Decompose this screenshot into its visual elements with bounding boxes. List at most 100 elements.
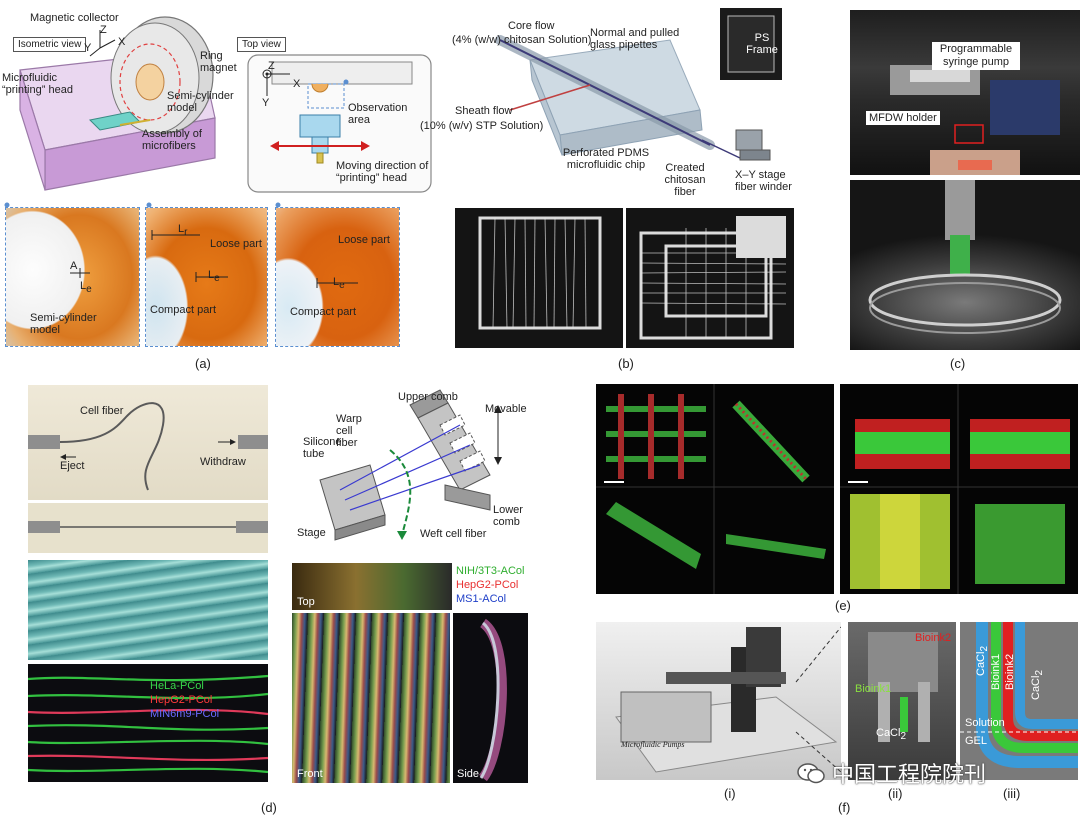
- weft-fiber-label: Weft cell fiber: [420, 528, 487, 540]
- photo-c1: [850, 10, 1080, 175]
- watermark-text: 中国工程院院刊: [832, 763, 987, 788]
- view-side-label: Side: [457, 768, 480, 780]
- view-front-label: Front: [297, 768, 323, 780]
- photo-a2-le-label: Le: [208, 269, 220, 284]
- moving-direction-label: Moving direction of “printing” head: [336, 160, 429, 184]
- printing-head-label: Microfluidic “printing” head: [2, 72, 73, 96]
- silicone-tube-label: Silicone tube: [303, 436, 342, 460]
- lr-sub: r: [184, 227, 188, 239]
- cacl2-sub-2: 2: [979, 645, 991, 652]
- caption-c: (c): [950, 356, 966, 371]
- photo-c2: [850, 180, 1080, 350]
- top-view-label: Top view: [237, 37, 286, 52]
- topview-axis-z: Z: [268, 60, 275, 72]
- xy-stage-label: X–Y stage fiber winder: [735, 169, 792, 193]
- cacl2-label-ii: CaCl2: [876, 727, 906, 742]
- photo-a1-model-label: Semi-cylinder model: [30, 312, 97, 336]
- panel-a-schematic: [19, 16, 432, 193]
- legend1-item-2: HepG2-PCol: [150, 694, 213, 706]
- cell-fiber-label: Cell fiber: [80, 405, 124, 417]
- photo-a3-loose-label: Loose part: [338, 234, 390, 246]
- caption-f-i: (i): [724, 786, 736, 801]
- sheath-flow-label: Sheath flow: [455, 105, 513, 117]
- photo-a2-loose-label: Loose part: [210, 238, 262, 250]
- semi-cylinder-model-label: Semi-cylinder model: [167, 90, 234, 114]
- photo-d-front: [292, 613, 450, 783]
- upper-comb-label: Upper comb: [398, 391, 458, 403]
- photo-a2-lr-label: Lr: [178, 223, 187, 238]
- panel-b-schematic: [495, 8, 782, 161]
- syringe-pump-label: Programmable syringe pump: [932, 42, 1020, 70]
- wechat-icon: [797, 763, 825, 784]
- created-fiber-label: Created chitosan fiber: [664, 162, 706, 198]
- photo-f3: [960, 622, 1078, 780]
- mfdw-holder-label: MFDW holder: [866, 111, 940, 125]
- movable-label: Movable: [485, 403, 527, 415]
- legend1-item-1: HeLa-PCol: [150, 680, 204, 692]
- caption-f-iii: (iii): [1003, 786, 1021, 801]
- le-text-3: L: [333, 276, 340, 288]
- le-sub-3: e: [339, 280, 345, 292]
- ps-frame-label: PS Frame: [746, 32, 778, 56]
- photo-d4: [28, 664, 268, 782]
- bioink2-label-iii: Bioink2: [1004, 653, 1016, 690]
- legend2-item-2: HepG2-PCol: [456, 579, 519, 591]
- photo-d1: [28, 385, 268, 500]
- isometric-view-label: Isometric view: [13, 37, 87, 52]
- bioink2-label-ii: Bioink2: [915, 632, 952, 644]
- pipettes-label: Normal and pulled glass pipettes: [590, 27, 680, 51]
- lr-text: L: [178, 223, 185, 235]
- caption-e: (e): [835, 598, 851, 613]
- caption-f-ii: (ii): [888, 786, 903, 801]
- photo-a3-compact-label: Compact part: [290, 306, 357, 318]
- core-flow-conc-label: (4% (w/w) chitosan Solution): [452, 34, 592, 46]
- le-sub: e: [86, 284, 92, 296]
- topview-axis-y: Y: [262, 97, 270, 109]
- photo-a2-compact-label: Compact part: [150, 304, 217, 316]
- photo-f1: [596, 622, 841, 780]
- photo-a3: [275, 207, 400, 347]
- caption-a: (a): [195, 356, 211, 371]
- photo-a1-a-label: A: [70, 260, 78, 272]
- photo-b2: [626, 208, 794, 348]
- photo-a1: [5, 207, 140, 347]
- microfluidic-pumps-label: Microfluidic Pumps: [621, 740, 685, 749]
- view-top-label: Top: [297, 596, 315, 608]
- sheath-conc-label: (10% (w/v) STP Solution): [420, 120, 544, 132]
- caption-f: (f): [838, 800, 851, 815]
- photo-d-top: [292, 563, 452, 610]
- photo-b1: [455, 208, 623, 348]
- stage-label: Stage: [297, 527, 326, 539]
- caption-b: (b): [618, 356, 634, 371]
- photo-d-side: [453, 613, 528, 783]
- cacl2-text: CaCl: [876, 727, 901, 739]
- cacl2-label-iii-right: CaCl2: [1030, 670, 1045, 700]
- warp-fiber-label: Warp cell fiber: [336, 413, 362, 449]
- le-sub-2: e: [214, 273, 220, 285]
- gel-label: GEL: [965, 735, 988, 747]
- cacl2-sub: 2: [900, 731, 907, 743]
- bioink1-label-ii: Bioink1: [855, 683, 892, 695]
- bioink1-label-iii: Bioink1: [990, 653, 1002, 690]
- legend2-item-3: MS1-ACol: [456, 593, 507, 605]
- photo-a3-le-label: Le: [333, 276, 345, 291]
- cacl2-text-3: CaCl: [1030, 675, 1042, 700]
- cacl2-sub-3: 2: [1034, 669, 1046, 676]
- watermark: 中国工程院院刊: [796, 757, 986, 789]
- legend2-item-1: NIH/3T3-ACol: [456, 565, 525, 577]
- lower-comb-label: Lower comb: [493, 504, 523, 528]
- core-flow-label: Core flow: [508, 20, 555, 32]
- weaving-schematic: [319, 389, 502, 541]
- caption-d: (d): [261, 800, 277, 815]
- eject-label: Eject: [60, 460, 85, 472]
- photo-e2: [840, 384, 1078, 594]
- le-text: L: [80, 280, 87, 292]
- legend1-item-3: MIN6m9-PCol: [150, 708, 220, 720]
- withdraw-label: Withdraw: [200, 456, 246, 468]
- axis-z-label: Z: [100, 24, 107, 36]
- photo-d3: [28, 560, 268, 660]
- cacl2-text-2: CaCl: [975, 651, 987, 676]
- photo-e1: [596, 384, 834, 594]
- photo-a1-le-label: Le: [80, 280, 92, 295]
- axis-x-label: X: [118, 36, 126, 48]
